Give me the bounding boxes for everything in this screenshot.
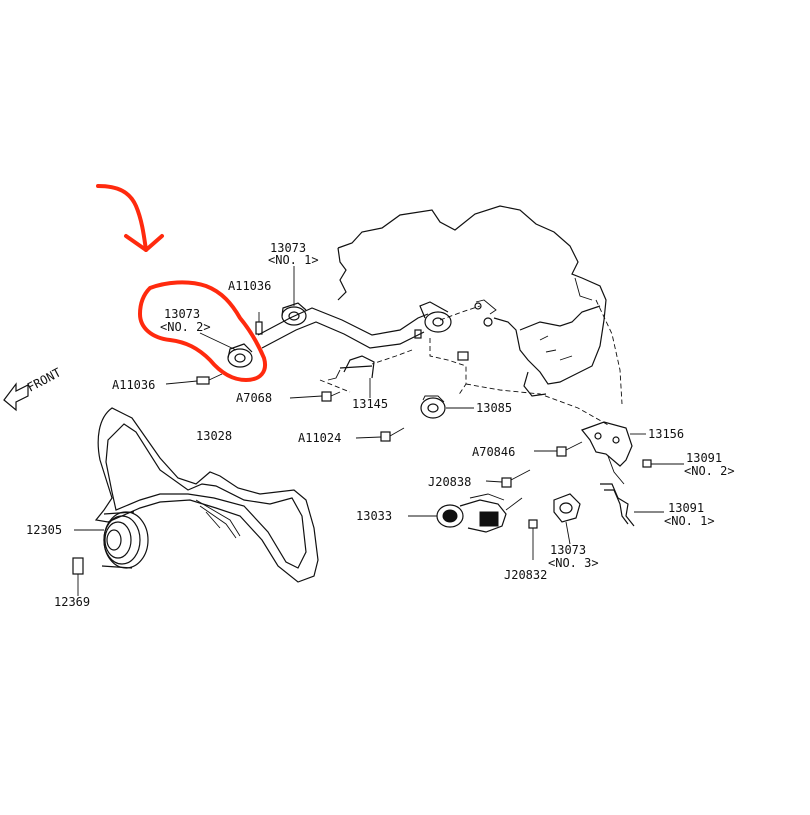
- leader-lines: [74, 266, 684, 596]
- label-j20838: J20838: [428, 475, 471, 489]
- label-13091-no1-sub: <NO. 1>: [664, 514, 715, 528]
- label-13085: 13085: [476, 401, 512, 415]
- belt-route-lines: [257, 299, 623, 427]
- idler-13073-no3: [553, 493, 581, 523]
- bolt-j20832: [528, 519, 538, 560]
- red-circle-around-13073-no2: [138, 280, 267, 382]
- label-12305: 12305: [26, 523, 62, 537]
- bolt-a11036-top: [255, 312, 263, 335]
- idler-13073-no2: [227, 343, 253, 368]
- bolt-j20838: [501, 469, 531, 488]
- bolt-a11024: [380, 427, 405, 442]
- label-13091-no1: 13091: [668, 501, 704, 515]
- bolt-a70846: [556, 441, 583, 457]
- red-highlight-annotation: [96, 184, 267, 382]
- label-a11024: A11024: [298, 431, 341, 445]
- crank-pulley-12305: [101, 511, 149, 569]
- label-13145: 13145: [352, 397, 388, 411]
- tensioner-13033: [436, 493, 523, 533]
- bolt-a7068: [321, 391, 341, 402]
- timing-belt-13028: [94, 407, 319, 583]
- label-13073-no3-sub: <NO. 3>: [548, 556, 599, 570]
- label-13073-no2-sub: <NO. 2>: [160, 320, 211, 334]
- part-labels: 13073 <NO. 1> A11036 13073 <NO. 2> A1103…: [26, 241, 735, 609]
- label-a70846: A70846: [472, 445, 515, 459]
- label-13073-no1: 13073: [270, 241, 306, 255]
- label-j20832: J20832: [504, 568, 547, 582]
- upper-pulley-assembly: [414, 299, 497, 361]
- front-label: FRONT: [25, 365, 63, 394]
- red-arrow-head: [124, 234, 164, 252]
- label-13033: 13033: [356, 509, 392, 523]
- label-a11036-left: A11036: [112, 378, 155, 392]
- engine-block-outline: [337, 205, 607, 397]
- label-13073-no1-sub: <NO. 1>: [268, 253, 319, 267]
- label-a11036-top: A11036: [228, 279, 271, 293]
- label-13073-no2: 13073: [164, 307, 200, 321]
- crank-bolt-12369: [72, 557, 84, 590]
- red-arrow-curve: [96, 184, 148, 252]
- rod-13091-no1: [600, 483, 635, 527]
- label-12369: 12369: [54, 595, 90, 609]
- label-13091-no2-sub: <NO. 2>: [684, 464, 735, 478]
- label-13028: 13028: [196, 429, 232, 443]
- label-13091-no2: 13091: [686, 451, 722, 465]
- front-direction-arrow: [3, 382, 29, 412]
- label-13156: 13156: [648, 427, 684, 441]
- label-13073-no3: 13073: [550, 543, 586, 557]
- bolt-a11036-left: [196, 373, 223, 385]
- label-a7068: A7068: [236, 391, 272, 405]
- bracket-13156: [581, 421, 633, 485]
- idler-13073-no1: [281, 302, 307, 326]
- bolt-13091-no2: [642, 459, 652, 468]
- pulley-13085: [420, 395, 446, 419]
- bracket-13145: [327, 355, 375, 394]
